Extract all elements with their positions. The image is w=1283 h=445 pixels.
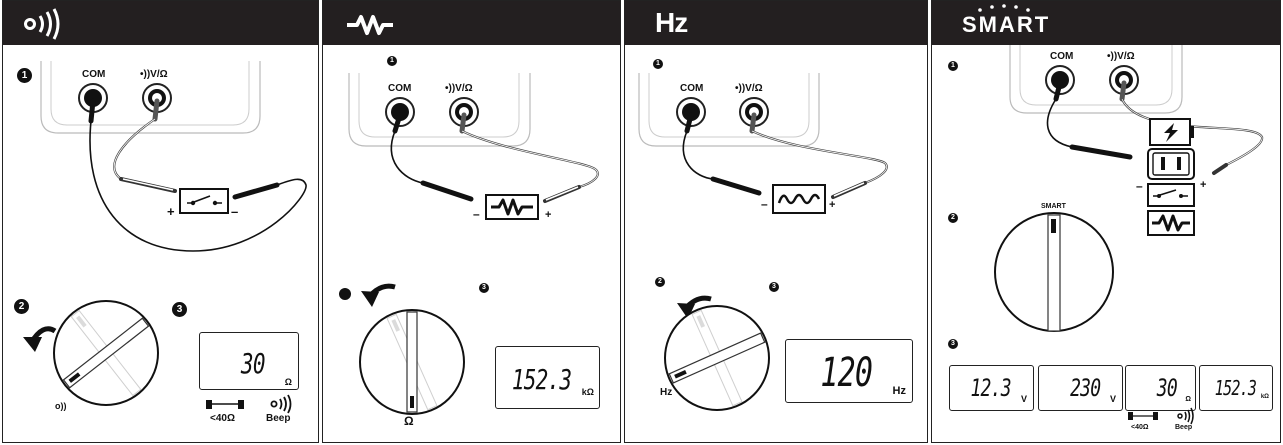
rotary-dial xyxy=(994,212,1114,332)
display-reading: 230 xyxy=(1069,374,1101,402)
minus-label: – xyxy=(473,207,480,221)
meter-diagram xyxy=(638,73,888,214)
display-reading: 30 xyxy=(241,347,266,380)
beep-label: Beep xyxy=(1175,424,1193,431)
display-unit: V xyxy=(1020,394,1027,404)
step-3-marker: 3 xyxy=(769,282,779,292)
step-2-marker: 2 xyxy=(14,299,29,314)
step-3-marker: 3 xyxy=(948,339,958,349)
panel-header: SMART xyxy=(932,1,1280,45)
com-jack-label: COM xyxy=(82,69,106,80)
lcd-display: 30 Ω xyxy=(199,332,299,390)
vohm-jack-label: •))V/Ω xyxy=(140,69,168,80)
lcd-display: 152.3 kΩ xyxy=(495,346,600,409)
display-unit: kΩ xyxy=(581,387,594,397)
step-1-marker: 1 xyxy=(17,68,32,83)
vohm-jack-label: •))V/Ω xyxy=(735,83,763,94)
threshold-label: <40Ω xyxy=(210,413,235,424)
plus-label: + xyxy=(167,204,175,219)
display-reading: 30 xyxy=(1156,374,1178,402)
lcd-display-resistance: 152.3 kΩ xyxy=(1199,365,1273,411)
display-unit: Hz xyxy=(892,385,906,397)
frequency-panel: Hz 1 COM •))V/Ω – + 2 3 xyxy=(624,0,928,443)
display-unit: V xyxy=(1109,394,1116,404)
display-reading: 152.3 xyxy=(511,363,572,396)
dial-continuity-label: o)) xyxy=(55,401,67,411)
lcd-display: 120 Hz xyxy=(785,339,913,403)
dial-smart-label: SMART xyxy=(1041,203,1066,210)
smart-panel: SMART 1 xyxy=(931,0,1281,443)
threshold-switch-icon xyxy=(206,394,292,414)
panel-header xyxy=(3,1,318,45)
vohm-jack-label: •))V/Ω xyxy=(1107,51,1135,62)
resistor-icon xyxy=(347,15,393,35)
step-2-marker: 2 xyxy=(948,213,958,223)
meter-diagram xyxy=(1009,45,1264,236)
display-reading: 12.3 xyxy=(970,374,1012,402)
header-title: Hz xyxy=(655,7,688,38)
step-1-marker: 1 xyxy=(387,56,397,66)
step-2-marker: 2 xyxy=(655,277,665,287)
com-jack-label: COM xyxy=(1050,51,1074,62)
plus-label: + xyxy=(1200,179,1207,191)
display-unit: Ω xyxy=(1185,396,1191,403)
step-2-marker xyxy=(339,288,351,300)
threshold-label: <40Ω xyxy=(1131,424,1149,431)
minus-label: – xyxy=(231,204,239,219)
smart-dots-icon xyxy=(978,4,1030,12)
rotary-dial xyxy=(23,300,159,406)
dial-ohm-label: Ω xyxy=(404,414,414,428)
rotary-dial xyxy=(359,283,465,415)
step-1-marker: 1 xyxy=(948,61,958,71)
rotary-dial xyxy=(664,295,770,411)
panel-header xyxy=(323,1,620,45)
com-jack-label: COM xyxy=(680,83,704,94)
continuity-panel: 1 COM •))V/Ω + – 2 3 xyxy=(2,0,319,443)
plus-label: + xyxy=(829,199,836,211)
com-jack-label: COM xyxy=(388,83,412,94)
step-1-marker: 1 xyxy=(653,59,663,69)
resistance-panel: 1 COM •))V/Ω – + 3 Ω xyxy=(322,0,621,443)
vohm-jack-label: •))V/Ω xyxy=(445,83,473,94)
panel-header: Hz xyxy=(625,1,927,45)
minus-label: – xyxy=(1136,179,1143,193)
minus-label: – xyxy=(761,197,768,211)
display-unit: kΩ xyxy=(1260,394,1269,400)
lcd-display-voltage-ac: 230 V xyxy=(1038,365,1123,411)
meter-diagram xyxy=(40,61,307,252)
beep-label: Beep xyxy=(266,413,291,424)
step-3-marker: 3 xyxy=(479,283,489,293)
meter-diagram xyxy=(348,73,599,220)
step-3-marker: 3 xyxy=(172,302,187,317)
plus-label: + xyxy=(545,209,552,221)
lcd-display-continuity: 30 Ω xyxy=(1125,365,1196,411)
display-unit: Ω xyxy=(284,377,292,387)
lcd-display-voltage-dc: 12.3 V xyxy=(949,365,1034,411)
display-reading: 152.3 xyxy=(1214,376,1257,400)
display-reading: 120 xyxy=(820,350,873,396)
dial-hz-label: Hz xyxy=(660,387,673,398)
threshold-switch-icon xyxy=(1128,407,1194,425)
continuity-icon xyxy=(24,8,60,40)
header-title: SMART xyxy=(962,12,1051,37)
